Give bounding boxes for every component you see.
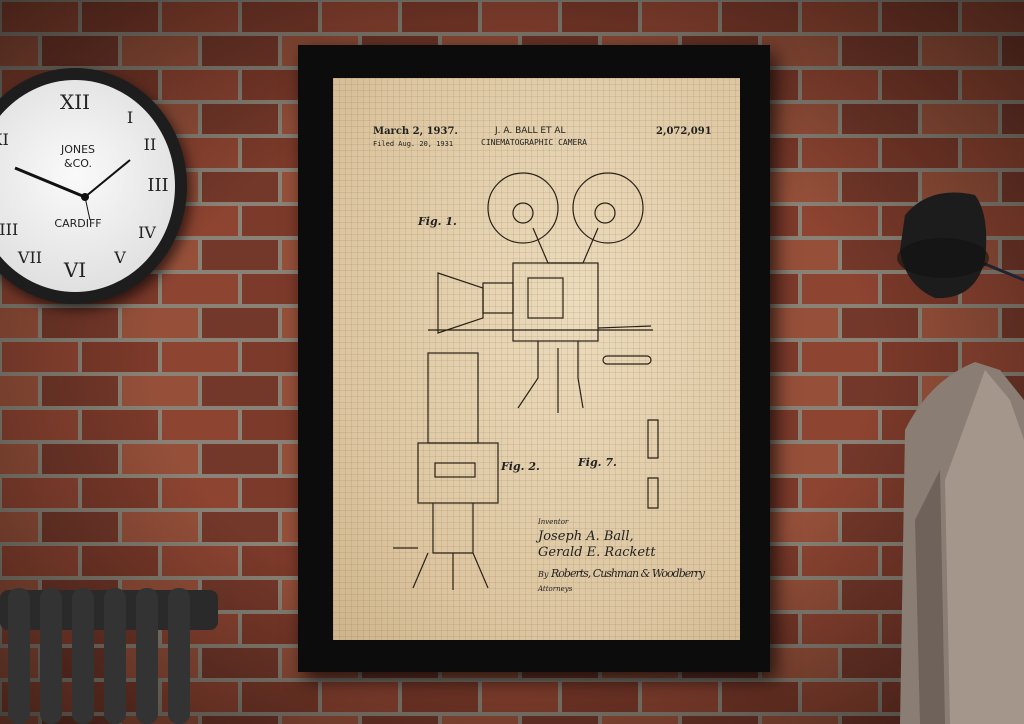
picture-frame: March 2, 1937. Filed Aug. 20, 1931 J. A.… [298,45,770,672]
attorneys-label: Attorneys [538,585,572,593]
patent-print: March 2, 1937. Filed Aug. 20, 1931 J. A.… [333,78,740,640]
by-label: By [538,570,548,579]
wall-clock: XII III VI I II IV V VII VIII XI JONES &… [0,68,187,304]
inventor-2: Gerald E. Rackett [538,545,656,560]
coat [900,362,1024,724]
clock-hands [0,80,175,292]
inventor-label: Inventor [538,518,568,526]
attorney-signature: Roberts, Cushman & Woodberry [551,567,704,580]
clock-face: XII III VI I II IV V VII VIII XI JONES &… [0,80,175,292]
inventor-1: Joseph A. Ball, [538,529,634,544]
camera-drawing [333,78,740,640]
